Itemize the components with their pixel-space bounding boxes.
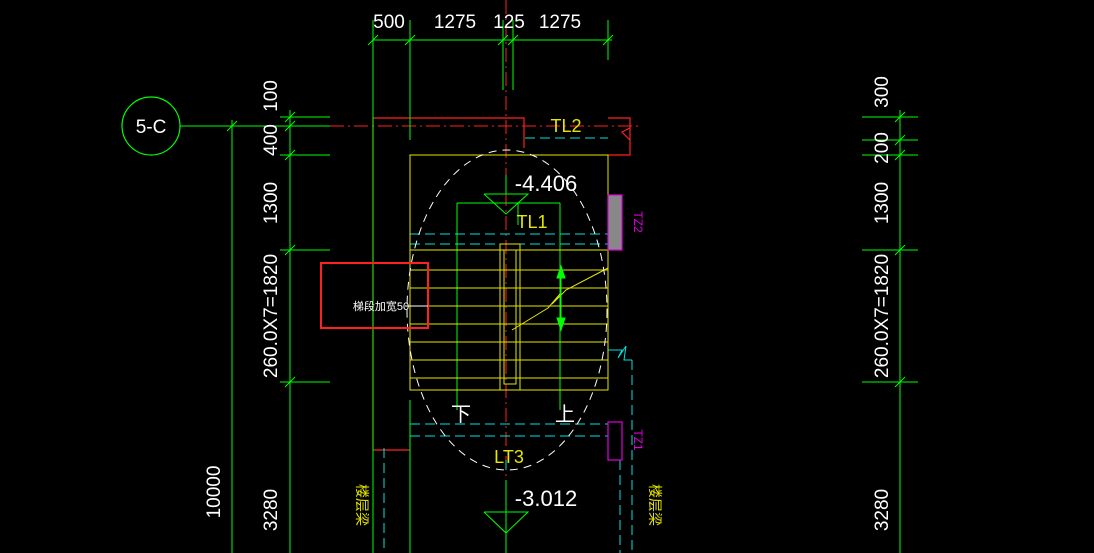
center-lines: [330, 0, 640, 553]
dim-left-1300: 1300: [261, 182, 282, 224]
top-dimension-texts: 500 1275 125 1275: [373, 12, 581, 33]
dim-right-3280: 3280: [872, 489, 893, 531]
dim-left-100: 100: [261, 80, 282, 112]
callout: 梯段加宽50: [320, 262, 429, 329]
dim-right-1300: 1300: [872, 182, 893, 224]
dim-top-1275-a: 1275: [434, 12, 476, 33]
dim-left-400: 400: [261, 124, 282, 156]
dim-left-3280: 3280: [261, 489, 282, 531]
dim-right-300: 300: [872, 76, 893, 108]
left-dimension-texts: 100 400 1300 260.0X7=1820 3280 10000: [204, 80, 282, 531]
column-tz2-rect: [607, 194, 623, 251]
column-label-tz2: TZ2: [631, 211, 645, 233]
right-dimension-texts: 300 200 1300 260.0X7=1820 3280: [872, 76, 893, 531]
wall-outline: [372, 117, 631, 451]
elevation-bottom-label: -3.012: [515, 486, 577, 511]
beam-label-tl1: TL1: [516, 212, 547, 232]
elevation-markers: [483, 175, 530, 534]
dimension-lines: [180, 20, 918, 553]
columns: [607, 194, 632, 461]
beam-labels: TL2 TL1 LT3 -4.406 -3.012 TZ2 TZ1 下 上 楼层…: [354, 116, 663, 526]
column-tz1-rect: [607, 421, 623, 461]
beam-label-lt3: LT3: [494, 447, 524, 467]
axis-bubble: 5-C: [121, 96, 181, 156]
dim-left-10000: 10000: [204, 466, 225, 519]
dim-left-stair: 260.0X7=1820: [261, 254, 282, 378]
callout-text: 梯段加宽50: [353, 299, 409, 313]
dim-right-200: 200: [872, 132, 893, 164]
axis-bubble-label: 5-C: [136, 117, 167, 138]
floor-beam-right-label: 楼层梁: [647, 484, 663, 526]
down-label: 下: [451, 404, 471, 426]
dim-top-500: 500: [373, 12, 405, 33]
column-label-tz1: TZ1: [631, 429, 645, 451]
dim-top-1275-b: 1275: [539, 12, 581, 33]
elevation-top-label: -4.406: [515, 171, 577, 196]
beam-label-tl2: TL2: [550, 116, 581, 136]
walk-arrows: [556, 264, 566, 332]
callout-highlight-box: [320, 262, 429, 329]
up-label: 上: [555, 403, 575, 426]
dim-top-125: 125: [493, 12, 525, 33]
floor-beam-left-label: 楼层梁: [354, 484, 370, 526]
stair-flights: [409, 154, 609, 391]
dashed-circle: [406, 149, 608, 471]
dim-right-stair: 260.0X7=1820: [872, 254, 893, 378]
beam-lines: [383, 137, 633, 553]
